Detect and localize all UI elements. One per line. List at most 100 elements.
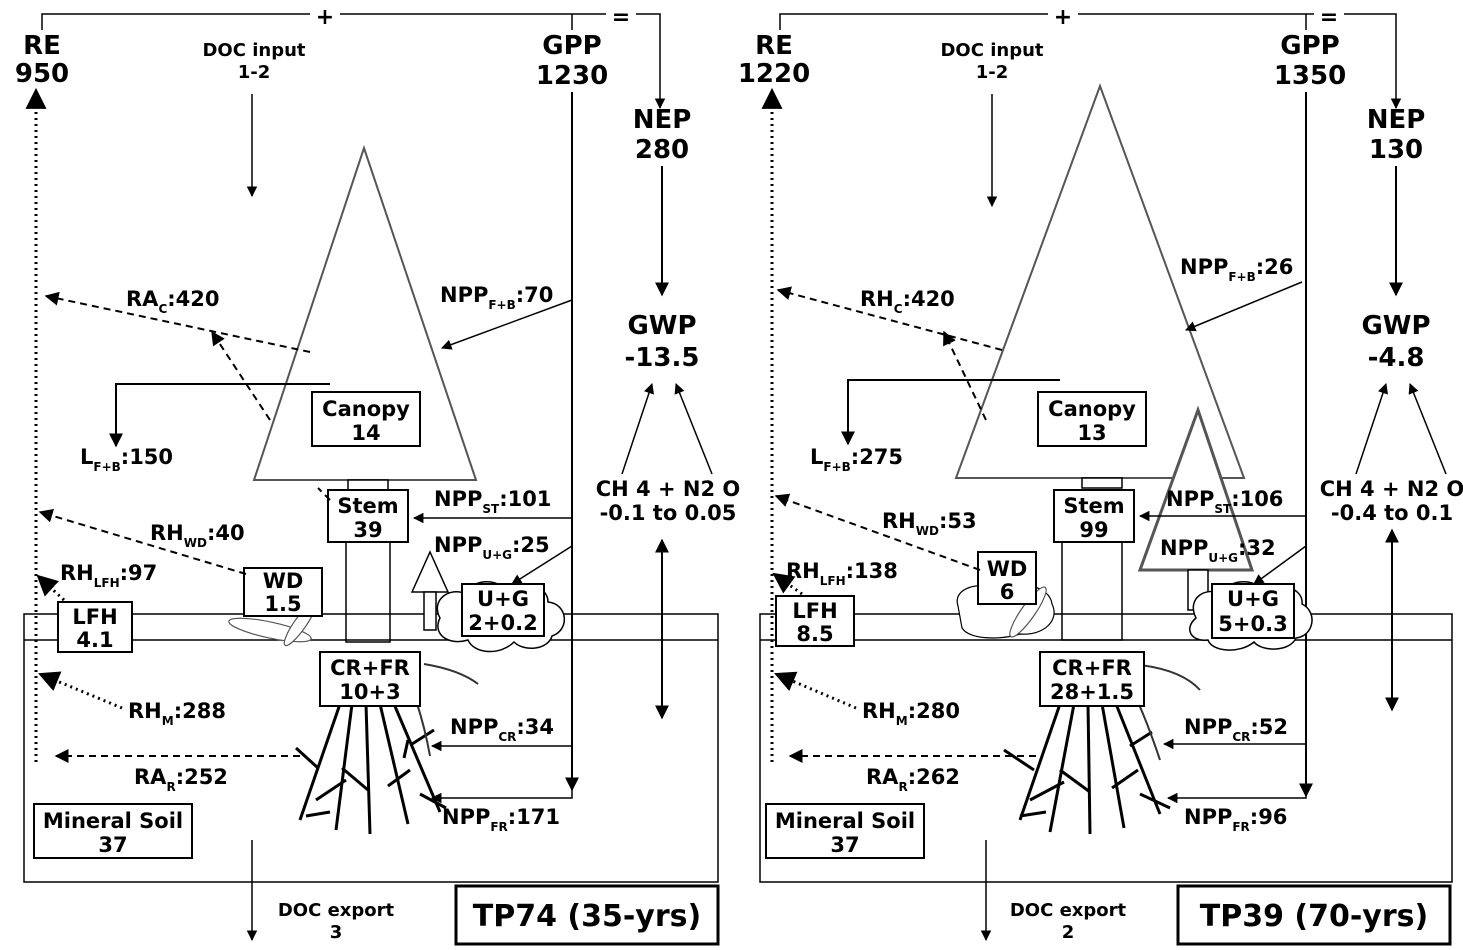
crfr-value: 10+3 bbox=[339, 680, 400, 704]
npp-cr-flux: NPPCR:52 bbox=[1184, 715, 1288, 744]
re-label: RE bbox=[23, 31, 61, 61]
canopy-label: Canopy bbox=[322, 397, 410, 421]
ch4-n2o-value: -0.4 to 0.1 bbox=[1331, 501, 1453, 525]
ch4-n2o-label: CH 4 + N2 O bbox=[1320, 477, 1463, 501]
rh-lfh-flux: RHLFH:138 bbox=[786, 559, 898, 588]
panel-tp39: + = RE 1220 DOC input 1-2 GPP 1350 NEP 1… bbox=[738, 4, 1463, 944]
doc-input-value: 1-2 bbox=[238, 62, 271, 83]
n2o-to-gwp-arrow bbox=[676, 384, 712, 474]
canopy-label: Canopy bbox=[1048, 397, 1136, 421]
gwp-label: GWP bbox=[627, 311, 696, 341]
site-title: TP74 (35-yrs) bbox=[473, 899, 701, 934]
ra-c-flux: RAC:420 bbox=[126, 287, 219, 316]
nep-value: 130 bbox=[1369, 135, 1423, 165]
ch4-to-gwp-arrow bbox=[622, 384, 652, 474]
npp-fr-arrow bbox=[432, 790, 572, 798]
doc-export-label: DOC export bbox=[1010, 900, 1127, 921]
rh-m-arrow bbox=[40, 674, 122, 708]
doc-export-label: DOC export bbox=[278, 900, 395, 921]
canopy-respiration-arrow bbox=[212, 332, 270, 420]
gpp-label: GPP bbox=[542, 31, 601, 61]
stem-trunk bbox=[1062, 540, 1122, 640]
wd-label: WD bbox=[263, 569, 304, 593]
stem-value: 39 bbox=[353, 518, 382, 542]
nep-label: NEP bbox=[1367, 105, 1426, 135]
gwp-label: GWP bbox=[1361, 311, 1430, 341]
wd-value: 6 bbox=[1000, 580, 1015, 604]
npp-fb-arrow bbox=[1186, 282, 1302, 330]
mineral-soil-label: Mineral Soil bbox=[43, 809, 183, 833]
rh-lfh-flux: RHLFH:97 bbox=[60, 561, 157, 590]
rh-m-flux: RHM:288 bbox=[128, 699, 226, 728]
stem-value: 99 bbox=[1079, 518, 1108, 542]
doc-export-value: 3 bbox=[330, 922, 343, 943]
ch4-n2o-value: -0.1 to 0.05 bbox=[600, 501, 737, 525]
crfr-label: CR+FR bbox=[330, 656, 410, 680]
doc-input-label: DOC input bbox=[940, 40, 1043, 61]
n2o-to-gwp-arrow bbox=[1410, 384, 1446, 474]
stem-trunk bbox=[346, 540, 390, 642]
gpp-value: 1350 bbox=[1274, 61, 1346, 91]
npp-ug-flux: NPPU+G:25 bbox=[434, 533, 550, 562]
doc-input-label: DOC input bbox=[202, 40, 305, 61]
npp-st-flux: NPPST:101 bbox=[434, 487, 551, 516]
equals-sign: = bbox=[612, 5, 630, 30]
canopy-respiration-arrow bbox=[944, 332, 986, 420]
npp-fb-flux: NPPF+B:70 bbox=[440, 283, 553, 312]
ug-label: U+G bbox=[1227, 587, 1279, 611]
litterfall-arrow bbox=[116, 384, 330, 446]
npp-cr-flux: NPPCR:34 bbox=[450, 715, 554, 744]
rh-wd-flux: RHWD:53 bbox=[882, 509, 977, 538]
lfh-value: 8.5 bbox=[796, 622, 833, 646]
lfh-label: LFH bbox=[72, 605, 117, 629]
doc-export-value: 2 bbox=[1062, 922, 1075, 943]
nep-label: NEP bbox=[633, 105, 692, 135]
ug-label: U+G bbox=[477, 587, 529, 611]
gpp-value: 1230 bbox=[536, 61, 608, 91]
litterfall-arrow bbox=[848, 380, 1060, 444]
ra-r-flux: RAR:262 bbox=[866, 765, 960, 794]
canopy-value: 14 bbox=[351, 421, 380, 445]
wd-label: WD bbox=[987, 557, 1028, 581]
canopy-value: 13 bbox=[1077, 421, 1106, 445]
re-value: 950 bbox=[15, 59, 69, 89]
understory-up-arrow bbox=[412, 552, 448, 592]
ra-r-flux: RAR:252 bbox=[134, 765, 228, 794]
wd-value: 1.5 bbox=[264, 592, 301, 616]
npp-fr-flux: NPPFR:96 bbox=[1184, 805, 1287, 834]
stem-label: Stem bbox=[337, 494, 398, 518]
npp-fb-flux: NPPF+B:26 bbox=[1180, 255, 1293, 284]
panel-tp74: + = RE 950 DOC input 1-2 GPP 1230 NEP 28… bbox=[15, 4, 740, 944]
l-fb-flux: LF+B:275 bbox=[810, 445, 903, 474]
gwp-value: -4.8 bbox=[1368, 343, 1425, 373]
mineral-soil-value: 37 bbox=[830, 833, 859, 857]
crfr-value: 28+1.5 bbox=[1050, 680, 1134, 704]
plus-sign: + bbox=[316, 5, 334, 30]
nep-value: 280 bbox=[635, 135, 689, 165]
npp-fr-arrow bbox=[1168, 796, 1306, 798]
lfh-value: 4.1 bbox=[76, 628, 113, 652]
npp-fr-flux: NPPFR:171 bbox=[442, 805, 560, 834]
lfh-label: LFH bbox=[792, 599, 837, 623]
rh-m-flux: RHM:280 bbox=[862, 699, 960, 728]
l-fb-flux: LF+B:150 bbox=[80, 445, 173, 474]
rh-c-flux: RHC:420 bbox=[860, 287, 955, 316]
doc-input-value: 1-2 bbox=[976, 62, 1009, 83]
stem-label: Stem bbox=[1063, 494, 1124, 518]
re-label: RE bbox=[755, 31, 793, 61]
site-title: TP39 (70-yrs) bbox=[1200, 899, 1428, 934]
gpp-label: GPP bbox=[1280, 31, 1339, 61]
gwp-value: -13.5 bbox=[625, 343, 700, 373]
rh-wd-flux: RHWD:40 bbox=[150, 521, 245, 550]
re-value: 1220 bbox=[738, 59, 810, 89]
mineral-soil-label: Mineral Soil bbox=[775, 809, 915, 833]
ch4-to-gwp-arrow bbox=[1356, 384, 1386, 474]
rh-m-arrow bbox=[776, 674, 856, 708]
crfr-label: CR+FR bbox=[1052, 656, 1132, 680]
plus-sign: + bbox=[1054, 5, 1072, 30]
mineral-soil-value: 37 bbox=[98, 833, 127, 857]
equals-sign: = bbox=[1320, 5, 1338, 30]
ug-value: 5+0.3 bbox=[1218, 612, 1287, 636]
ch4-n2o-label: CH 4 + N2 O bbox=[596, 477, 740, 501]
